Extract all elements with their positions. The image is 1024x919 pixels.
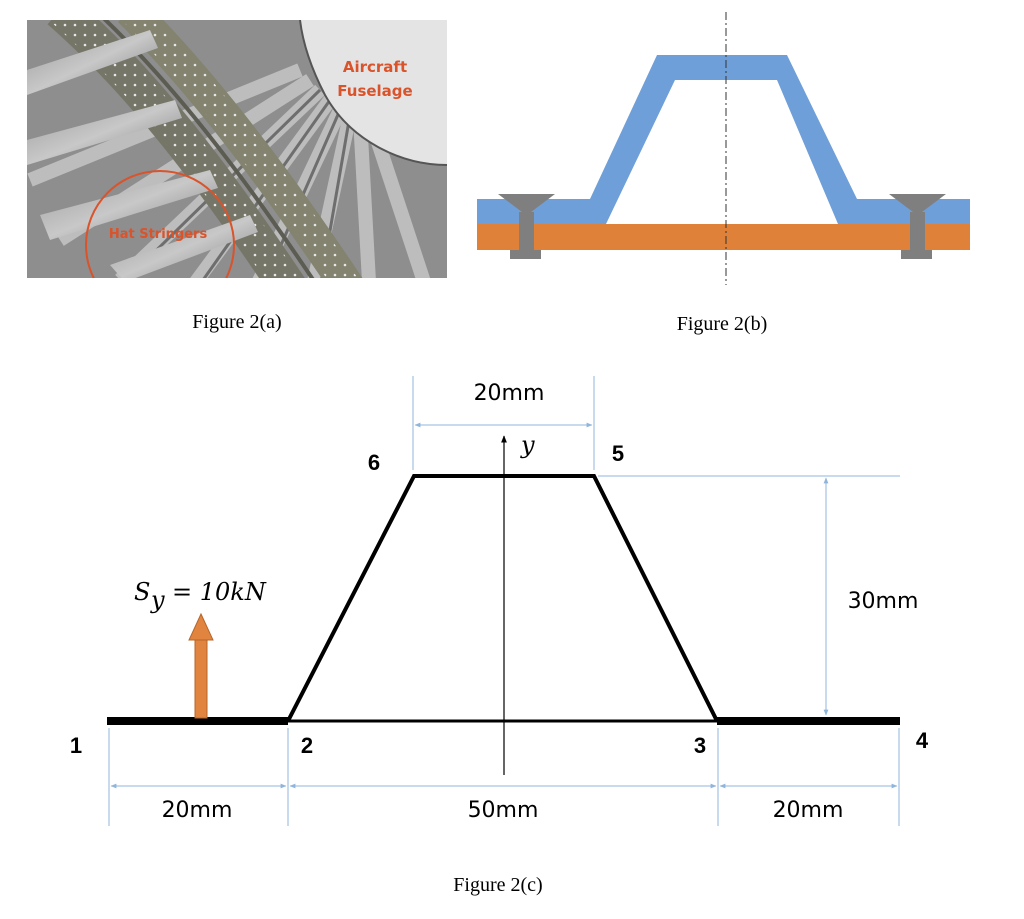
load-label: S y = 10kN <box>134 578 267 614</box>
load-subscript: y <box>150 586 165 614</box>
caption-figure-2b: Figure 2(b) <box>677 313 768 335</box>
dim-label-height: 30mm <box>848 589 919 614</box>
label-fuselage: Fuselage <box>337 82 412 100</box>
node-label-3: 3 <box>694 733 706 758</box>
figure-2c-section <box>107 376 900 826</box>
node-label-2: 2 <box>301 733 313 758</box>
load-value: = 10kN <box>172 578 267 606</box>
dim-label-right-flange: 20mm <box>773 798 844 823</box>
label-hat-stringers: Hat Stringers <box>109 227 208 242</box>
caption-figure-2a: Figure 2(a) <box>192 311 281 333</box>
dim-label-top-width: 20mm <box>474 381 545 406</box>
shear-load-arrow <box>188 612 214 719</box>
figure-2a-photo <box>27 20 447 278</box>
dim-label-left-flange: 20mm <box>162 798 233 823</box>
skin-bands <box>47 20 363 278</box>
figure-2b-section <box>477 12 970 285</box>
node-label-6: 6 <box>368 450 380 475</box>
hat-stringer <box>477 55 970 224</box>
stringer-bars <box>27 30 258 278</box>
hat-profile <box>286 474 719 722</box>
node-label-4: 4 <box>916 728 929 753</box>
label-aircraft: Aircraft <box>343 58 407 76</box>
fuselage-interior <box>300 20 447 165</box>
skin-panel <box>477 224 970 250</box>
load-symbol: S <box>134 578 150 606</box>
axis-label-y: y <box>520 431 535 459</box>
node-label-5: 5 <box>612 441 624 466</box>
stringers-highlight-circle <box>85 170 235 278</box>
caption-figure-2c: Figure 2(c) <box>453 874 542 896</box>
fastener-right <box>889 194 946 259</box>
node-label-1: 1 <box>70 733 82 758</box>
dim-label-base-width: 50mm <box>468 798 539 823</box>
fastener-left <box>498 194 555 259</box>
